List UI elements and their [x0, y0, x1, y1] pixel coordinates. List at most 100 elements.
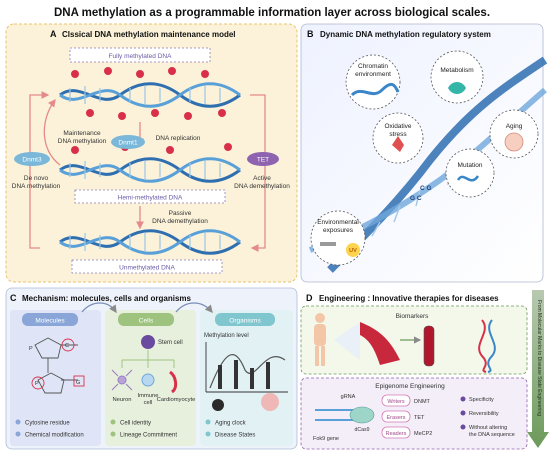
immune-cell-icon — [141, 373, 155, 387]
mol-legend-1: Cytosine residue — [25, 421, 70, 427]
mutation-factor: Mutation — [445, 148, 495, 198]
immune-label-2: cell — [144, 400, 153, 406]
cells-to-organisms-arrow — [175, 302, 213, 313]
panel-b: B Dynamic DNA methylation regulatory sys… — [300, 23, 548, 283]
neuron-icon — [111, 369, 133, 391]
stem-cell-label: Stem cell — [158, 340, 183, 346]
maintenance-text-1: Maintenance — [63, 130, 101, 137]
readers-label: Readers — [386, 431, 407, 437]
cell-legend-1: Cell identity — [120, 421, 151, 427]
molecule-g: G — [76, 380, 80, 386]
unmethylated-label: Unmethylated DNA — [119, 265, 175, 272]
erasers-label: Erasers — [387, 415, 406, 421]
passive-text-1: Passive — [169, 210, 192, 217]
cigarette-icon — [320, 242, 336, 246]
maintenance-text-2: DNA methylation — [58, 138, 107, 145]
blood-tube-icon — [423, 325, 435, 367]
fok9-gene-label: Fok9 gene — [313, 436, 339, 442]
aging-text: Aging — [506, 123, 523, 130]
chromatin-factor: Chromatin environment — [345, 54, 401, 110]
panel-b-title: Dynamic DNA methylation regulatory syste… — [320, 30, 491, 39]
grna-label: gRNA — [341, 394, 356, 400]
dnmt-label: DNMT — [414, 399, 431, 405]
environmental-factor: Environmental exposures UV — [310, 210, 366, 266]
immune-label-1: Immune — [138, 393, 159, 399]
writers-pill: Writers — [381, 394, 411, 407]
dnmt3-enzyme: Dnmt3 — [14, 152, 50, 166]
aging-factor: Aging — [489, 109, 539, 159]
cell-legend-2: Lineage Commitment — [120, 433, 177, 439]
sun-icon — [346, 243, 360, 257]
without-altering-label-2: the DNA sequence — [469, 432, 515, 438]
passive-text-2: DNA demethylation — [152, 218, 208, 225]
molecules-to-cells-arrow — [81, 302, 117, 314]
biomarkers-label: Biomarkers — [396, 313, 430, 320]
cg-label-1: C G — [420, 185, 432, 192]
panel-c-title: Mechanism: molecules, cells and organism… — [22, 294, 192, 303]
without-altering-label-1: Without altering — [469, 425, 507, 431]
de-novo-text-2: DNA methylation — [12, 183, 61, 190]
mol-legend-2: Chemical modification — [25, 433, 84, 439]
panel-d: D Engineering : Innovative therapies for… — [300, 293, 528, 450]
readers-pill: Readers — [381, 426, 411, 439]
chromatin-text-1: Chromatin — [358, 63, 388, 70]
oxidative-factor: Oxidative stress — [372, 112, 424, 164]
panel-a-title: Clssical DNA methylation maintenance mod… — [62, 30, 236, 39]
epigenome-label: Epigenome Engineering — [375, 383, 445, 390]
panel-b-letter: B — [307, 29, 314, 39]
cells-header: Cells — [139, 318, 154, 325]
person-icon — [212, 399, 224, 411]
side-arrow-text: From Molecular Marks to Disease State En… — [536, 300, 542, 416]
dnmt3-label: Dnmt3 — [22, 157, 42, 164]
methyl-groups-top — [71, 67, 226, 120]
neuron-label: Neuron — [112, 397, 131, 403]
molecule-c: C — [65, 343, 69, 349]
metabolism-factor: Metabolism — [430, 50, 484, 104]
panel-d-letter: D — [306, 293, 313, 303]
active-demethylation-arrow — [250, 94, 266, 252]
small-dna-icon — [478, 319, 487, 373]
human-body-icon — [314, 313, 326, 366]
active-text-1: Active — [253, 175, 271, 182]
metabolism-text: Metabolism — [440, 67, 473, 74]
panel-c-letter: C — [10, 293, 17, 303]
de-novo-text-1: De novo — [24, 175, 49, 182]
dna-helix-bottom — [59, 229, 241, 255]
replication-text: DNA replication — [156, 135, 201, 142]
hemi-methylated-label: Hemi-methylated DNA — [118, 195, 183, 202]
org-legend-2: Disease States — [215, 433, 255, 439]
chromatin-text-2: environment — [355, 71, 391, 78]
dnmt1-enzyme: Dnmt1 — [111, 135, 145, 149]
molecule-p-2: P — [35, 381, 39, 387]
panel-c: C Mechanism: molecules, cells and organi… — [5, 287, 298, 450]
erasers-pill: Erasers — [381, 410, 411, 423]
oxidative-text-2: stress — [389, 131, 407, 138]
dnmt1-label: Dnmt1 — [118, 140, 138, 147]
oxidative-text-1: Oxidative — [384, 123, 411, 130]
cg-label-2: G C — [410, 195, 422, 202]
fully-methylated-label: Fully methylated DNA — [109, 53, 173, 60]
stem-cell-icon — [141, 335, 155, 349]
tet-label: TET — [257, 157, 269, 164]
tissue-icon — [261, 393, 279, 411]
reversibility-label: Reversibility — [469, 411, 499, 417]
de-novo-arrow — [29, 91, 50, 249]
active-text-2: DNA demethylation — [234, 183, 290, 190]
panel-d-title: Engineering : Innovative therapies for d… — [319, 294, 499, 303]
writers-label: Writers — [387, 399, 405, 405]
environmental-text-1: Environmental — [317, 219, 359, 226]
organisms-header: Organisms — [229, 318, 261, 325]
side-progress-arrow: From Molecular Marks to Disease State En… — [527, 290, 549, 448]
figure-title: DNA methylation as a programmable inform… — [54, 7, 490, 19]
cardiomyocyte-label: Cardiomyocyte — [157, 397, 196, 403]
uv-label: UV — [349, 248, 357, 254]
tet-enzyme: TET — [247, 152, 279, 166]
dcas9-icon — [349, 406, 375, 424]
maintenance-arrow — [43, 98, 61, 166]
methylation-level-plot — [205, 342, 288, 393]
molecule-structure — [31, 337, 85, 394]
molecule-p-1: P — [29, 346, 33, 352]
environmental-text-2: exposures — [323, 227, 354, 234]
methylation-level-label: Methylation level — [204, 333, 249, 339]
